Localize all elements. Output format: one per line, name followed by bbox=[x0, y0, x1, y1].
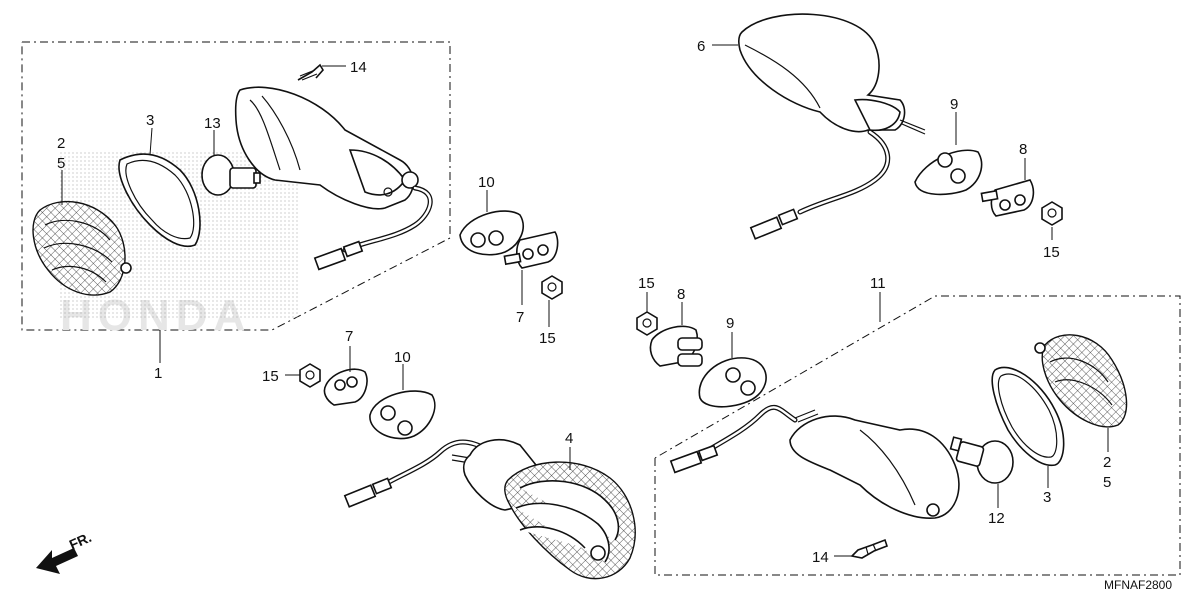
screw-top bbox=[297, 63, 324, 81]
callout-15-mid: 15 bbox=[638, 275, 655, 292]
diagram-code: MFNAF2800 bbox=[1104, 578, 1172, 592]
assembly-group-11 bbox=[654, 295, 1181, 576]
callout-4: 4 bbox=[565, 430, 573, 447]
nut-top-right bbox=[1041, 201, 1063, 226]
callout-3-bottom: 3 bbox=[1043, 489, 1051, 506]
group-1-outline bbox=[21, 41, 451, 331]
bulb-right bbox=[949, 436, 1014, 484]
nut-middle bbox=[636, 311, 658, 336]
callout-3-top: 3 bbox=[146, 112, 154, 129]
callout-2-bottom: 2 bbox=[1103, 454, 1111, 471]
mount-parts-middle bbox=[636, 311, 767, 408]
assembly-group-1: HONDA bbox=[21, 41, 451, 340]
callout-12: 12 bbox=[988, 510, 1005, 527]
callout-15-right: 15 bbox=[1043, 244, 1060, 261]
connector-bottom bbox=[343, 484, 377, 508]
callout-13: 13 bbox=[204, 115, 221, 132]
callout-1: 1 bbox=[154, 365, 162, 382]
callout-9-mid: 9 bbox=[726, 315, 734, 332]
lens-rear-right bbox=[1034, 334, 1128, 428]
nut-top-left bbox=[541, 275, 563, 300]
callout-15-left: 15 bbox=[262, 368, 279, 385]
callout-5-bottom: 5 bbox=[1103, 474, 1111, 491]
mount-parts-top-left bbox=[459, 210, 563, 300]
callout-numbers: 1 2 5 3 13 14 10 7 15 6 9 8 15 11 15 8 9… bbox=[57, 38, 1111, 566]
callout-5-top: 5 bbox=[57, 155, 65, 172]
callout-6: 6 bbox=[697, 38, 705, 55]
wire-right-top bbox=[797, 129, 891, 215]
bulb-left bbox=[201, 154, 261, 196]
callout-9-top: 9 bbox=[950, 96, 958, 113]
group-11-outline bbox=[654, 295, 1181, 576]
front-arrow-icon bbox=[36, 548, 78, 574]
mount-parts-top-right bbox=[914, 149, 1063, 226]
front-direction-marker: FR. bbox=[36, 529, 94, 574]
connector-left bbox=[313, 240, 364, 271]
callout-8-top: 8 bbox=[1019, 141, 1027, 158]
turn-signal-housing-right-bottom bbox=[789, 415, 960, 519]
connector-right-bottom bbox=[669, 450, 703, 474]
callout-14-top: 14 bbox=[350, 59, 367, 76]
lens-front-left bbox=[32, 200, 132, 296]
mount-parts-bottom-left bbox=[299, 363, 436, 440]
callout-7-bottom: 7 bbox=[345, 328, 353, 345]
callout-15-top: 15 bbox=[539, 330, 556, 347]
callout-11: 11 bbox=[870, 275, 886, 292]
collar-bottom-left bbox=[323, 368, 368, 406]
callout-8-mid: 8 bbox=[677, 286, 685, 303]
turn-signal-housing-left bbox=[234, 86, 419, 210]
callout-7-top: 7 bbox=[516, 309, 524, 326]
gasket-left bbox=[118, 153, 201, 247]
connector-right-top bbox=[749, 216, 783, 240]
assembly-group-6 bbox=[737, 13, 926, 240]
callout-10-top: 10 bbox=[478, 174, 495, 191]
callout-14-bottom: 14 bbox=[812, 549, 829, 566]
gasket-right bbox=[991, 366, 1065, 467]
callout-10-bottom: 10 bbox=[394, 349, 411, 366]
front-label: FR. bbox=[67, 529, 94, 553]
damper-bottom-left bbox=[369, 390, 436, 440]
assembly-group-4 bbox=[343, 439, 636, 580]
screw-bottom bbox=[850, 538, 889, 559]
nut-bottom-left bbox=[299, 363, 321, 388]
callout-2-top: 2 bbox=[57, 135, 65, 152]
leader-lines bbox=[61, 44, 1109, 557]
